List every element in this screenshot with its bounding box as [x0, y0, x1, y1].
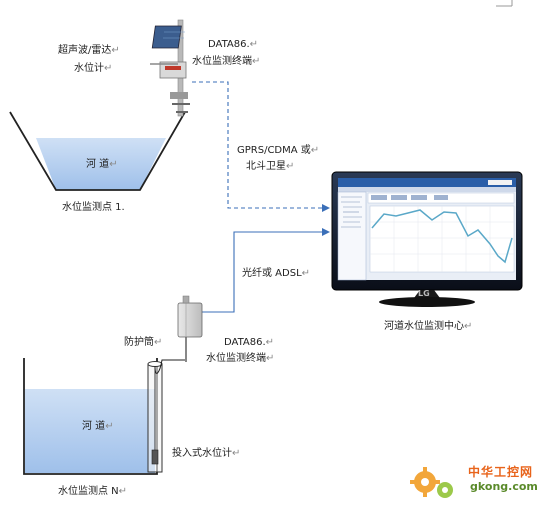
terminal-name-label-top: 水位监测终端↵ [192, 56, 261, 67]
watermark-cn-text: 中华工控网 [468, 465, 534, 479]
gear-icon [410, 467, 453, 498]
ultrasonic-radar-sensor-label: 超声波/雷达↵ [58, 45, 120, 56]
terminal-name-label-bottom: 水位监测终端↵ [206, 353, 275, 364]
fiber-link-arrow [322, 228, 330, 236]
watermark-en-text: gkong.com [470, 480, 538, 493]
fiber-link [202, 231, 322, 313]
terminal-box-n [177, 295, 203, 362]
monitor-brand-logo: LG [418, 289, 430, 298]
water-level-gauge-label: 水位计↵ [74, 63, 113, 74]
pole-station-1 [150, 19, 190, 117]
river-label-top: 河 道↵ [86, 159, 118, 170]
submersible-sensor-label: 投入式水位计↵ [172, 448, 241, 459]
wireless-link-label-2: 北斗卫星↵ [246, 161, 295, 172]
monitor [331, 171, 523, 307]
terminal-model-label-bottom: DATA86.↵ [224, 337, 275, 348]
wireless-link-arrow [322, 204, 330, 212]
protective-tube-label: 防护筒↵ [124, 337, 163, 348]
corner-mark [496, 0, 513, 7]
monitoring-site-1-label: 水位监测点 1. [62, 202, 125, 213]
wireless-link [192, 81, 322, 209]
protective-tube [147, 359, 186, 473]
river-channel-n [23, 358, 158, 475]
terminal-model-label-top: DATA86.↵ [208, 39, 259, 50]
monitoring-site-n-label: 水位监测点 N↵ [58, 486, 128, 497]
river-label-bottom: 河 道↵ [82, 421, 114, 432]
gkong-logo [410, 467, 453, 498]
river-channel-1 [9, 111, 186, 191]
monitoring-center-label: 河道水位监测中心↵ [384, 321, 473, 332]
wireless-link-label-1: GPRS/CDMA 或↵ [237, 145, 320, 156]
fiber-adsl-link-label: 光纤或 ADSL↵ [242, 268, 311, 279]
